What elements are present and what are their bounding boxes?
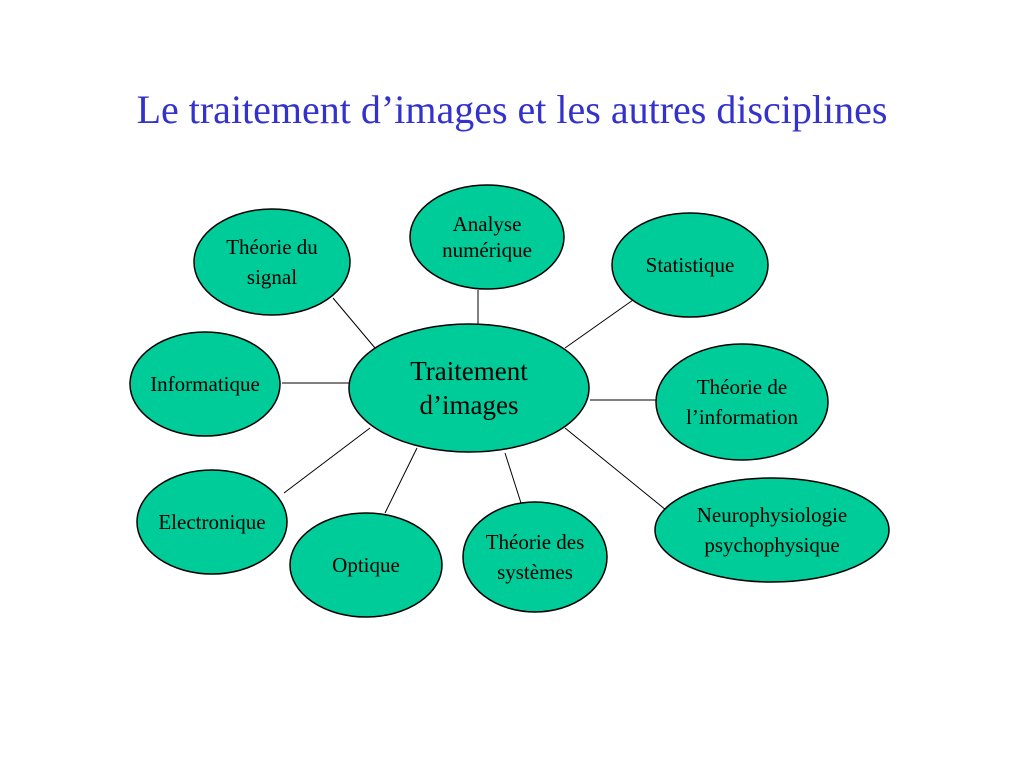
node-neurophysiologie-ellipse [654, 477, 890, 583]
edge-theorie-systemes [504, 452, 522, 504]
node-center: Traitement d’images [348, 323, 590, 453]
node-center-label-line-1: Traitement [410, 356, 528, 386]
edge-statistique [564, 299, 634, 349]
node-analyse-numerique-label-line-1: Analyse [453, 212, 522, 236]
edge-optique [384, 447, 418, 514]
node-theorie-information-label-line-2: l’information [686, 405, 798, 429]
edge-electronique [283, 427, 371, 494]
slide-title: Le traitement d’images et les autres dis… [136, 87, 888, 132]
node-statistique-label-line-1: Statistique [646, 253, 735, 277]
node-center-label-line-2: d’images [420, 390, 519, 420]
edge-theorie-signal [332, 297, 376, 349]
node-theorie-information-label-line-1: Théorie de [697, 375, 787, 399]
node-theorie-information: Théorie de l’information [655, 343, 829, 461]
node-informatique-label-line-1: Informatique [150, 372, 260, 396]
node-neurophysiologie: Neurophysiologie psychophysique [654, 477, 890, 583]
node-optique-ellipse [289, 512, 443, 618]
node-statistique: Statistique [611, 212, 769, 318]
node-theorie-systemes-ellipse [462, 501, 608, 613]
node-informatique: Informatique [129, 331, 281, 437]
node-analyse-numerique-ellipse [409, 184, 565, 290]
node-theorie-systemes-label-line-2: systèmes [497, 560, 573, 584]
node-theorie-signal: Théorie du signal [193, 208, 351, 316]
node-theorie-systemes: Théorie des systèmes [462, 501, 608, 613]
node-theorie-signal-ellipse [193, 208, 351, 316]
node-optique-label-line-1: Optique [332, 553, 400, 577]
node-informatique-ellipse [129, 331, 281, 437]
node-center-ellipse [348, 323, 590, 453]
edges [282, 290, 667, 514]
node-optique: Optique [289, 512, 443, 618]
node-theorie-systemes-label-line-1: Théorie des [486, 530, 585, 554]
node-theorie-signal-label-line-2: signal [247, 265, 297, 289]
node-electronique-label-line-1: Electronique [158, 510, 265, 534]
node-electronique-ellipse [136, 469, 288, 575]
node-theorie-signal-label-line-1: Théorie du [226, 235, 318, 259]
edge-neurophysiologie [564, 427, 667, 511]
node-electronique: Electronique [136, 469, 288, 575]
node-neurophysiologie-label-line-1: Neurophysiologie [697, 503, 847, 527]
node-theorie-information-ellipse [655, 343, 829, 461]
node-neurophysiologie-label-line-2: psychophysique [704, 533, 839, 557]
node-analyse-numerique-label-line-2: numérique [442, 238, 532, 262]
node-statistique-ellipse [611, 212, 769, 318]
